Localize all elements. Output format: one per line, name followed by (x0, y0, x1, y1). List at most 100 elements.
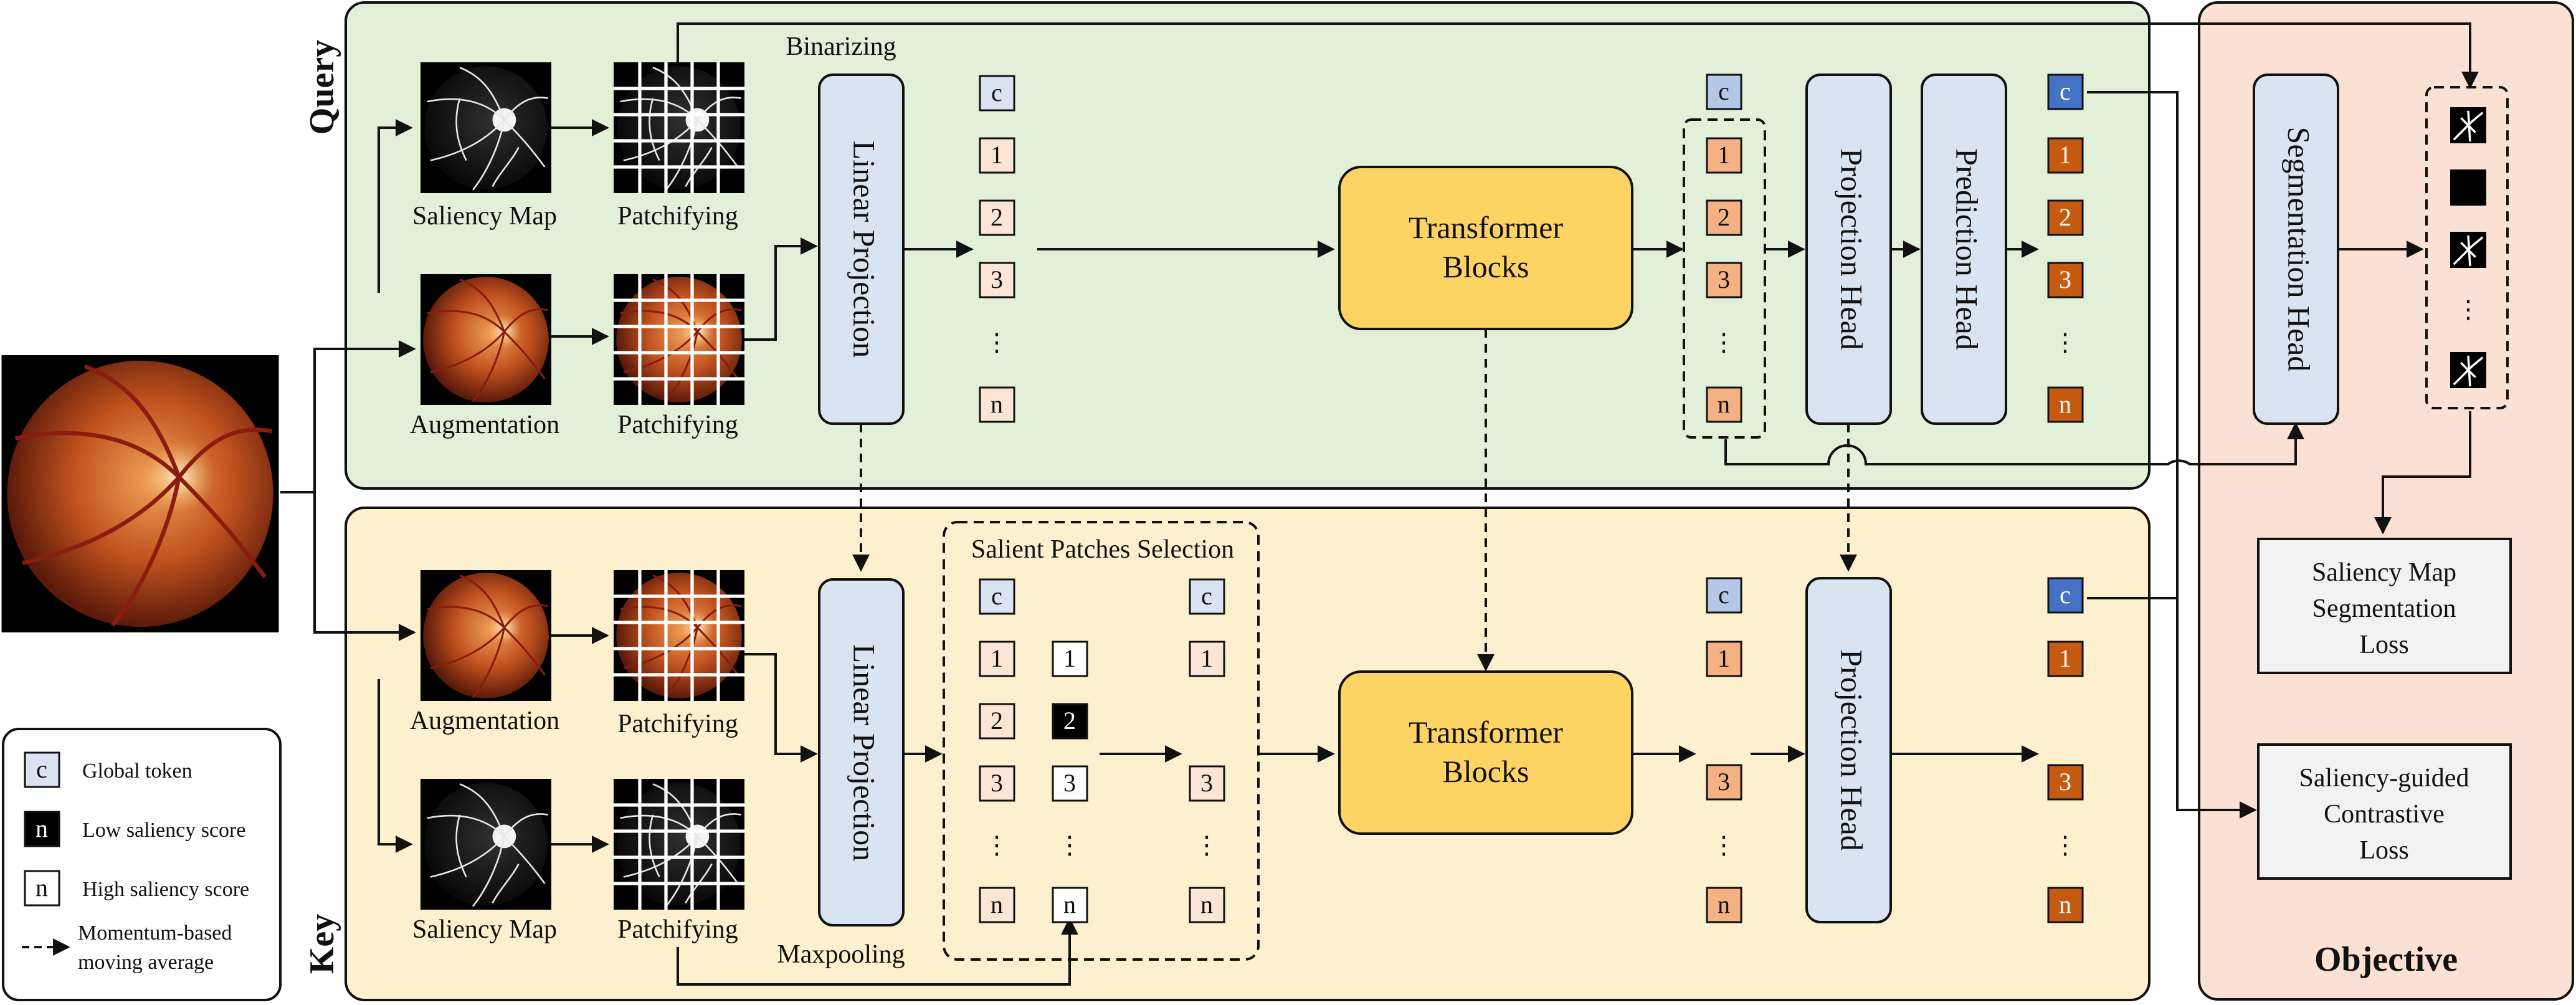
contrastive-loss-line-2: Contrastive (2324, 800, 2445, 829)
svg-text:1: 1 (1718, 141, 1730, 169)
svg-text:3: 3 (991, 769, 1003, 797)
query-patchifying-top-label: Patchifying (617, 202, 738, 231)
token-2 (979, 199, 1015, 236)
selected-tokens: c 1 3 ⋮ n (1189, 578, 1225, 923)
prediction-output-tokens: c 1 2 3 ⋮ n (2047, 74, 2084, 423)
token-global (2047, 577, 2084, 614)
key-label: Key (303, 914, 341, 974)
token-global (979, 75, 1015, 112)
token-n (1189, 887, 1225, 923)
key-transformer-label-1: Transformer (1409, 715, 1563, 750)
token-1 (1189, 641, 1225, 677)
legend-global-label: Global token (82, 760, 192, 783)
svg-text:c: c (2060, 581, 2071, 609)
score-token-1 (1052, 641, 1088, 677)
svg-text:c: c (36, 755, 47, 783)
svg-text:3: 3 (2059, 265, 2071, 293)
svg-text:n: n (1200, 890, 1213, 918)
segmentation-loss-line-2: Segmentation (2312, 594, 2456, 623)
svg-text:1: 1 (1200, 644, 1213, 672)
query-linear-projection-label: Linear Projection (847, 141, 882, 358)
legend-high-label: High saliency score (82, 878, 249, 901)
mask-patch-n (2450, 352, 2486, 388)
token-2 (979, 703, 1015, 740)
token-3 (979, 262, 1015, 298)
mask-ellipsis: ⋮ (2456, 295, 2481, 323)
mask-patch-1 (2450, 107, 2486, 143)
query-patchifying-bottom-label: Patchifying (617, 411, 738, 439)
token-3 (979, 765, 1015, 802)
token-n (1706, 386, 1742, 423)
key-output-tokens: c 1 3 ⋮ n (1706, 577, 1742, 923)
token-selection-frame (1683, 118, 1766, 439)
token-ellipsis: ⋮ (1194, 831, 1219, 859)
segmentation-loss-line-3: Loss (2359, 631, 2408, 659)
svg-text:3: 3 (2059, 768, 2071, 796)
input-connectors (280, 340, 416, 641)
token-global (1706, 577, 1742, 614)
token-global (2047, 74, 2084, 110)
key-input-tokens: c 1 2 3 ⋮ n (979, 578, 1015, 923)
token-1 (2047, 641, 2084, 677)
svg-text:c: c (1718, 581, 1729, 609)
token-1 (1706, 137, 1742, 174)
svg-text:1: 1 (1718, 644, 1730, 672)
legend-momentum-line-1: Momentum-based (78, 922, 232, 945)
objective-label: Objective (2314, 940, 2458, 979)
legend-momentum-line-2: moving average (78, 951, 214, 974)
segmentation-loss-box (2257, 538, 2512, 674)
contrastive-loss-box (2257, 743, 2512, 880)
token-1 (979, 641, 1015, 677)
token-2 (1706, 199, 1742, 236)
token-1 (1706, 641, 1742, 677)
key-projection-head-box (1805, 577, 1892, 923)
momentum-arrows (852, 329, 1857, 672)
token-global (1706, 74, 1742, 110)
query-output-tokens: c 1 2 3 ⋮ n (1683, 74, 1766, 439)
svg-text:2: 2 (991, 707, 1003, 735)
key-final-tokens: c 1 3 ⋮ n (2047, 577, 2084, 923)
svg-text:1: 1 (991, 141, 1003, 169)
key-patch-grid-bottom (614, 779, 744, 910)
legend-global-swatch (24, 751, 60, 788)
key-patchifying-top-label: Patchifying (617, 710, 738, 738)
svg-text:c: c (1201, 582, 1212, 610)
query-saliency-map-label: Saliency Map (412, 202, 557, 231)
legend-high-swatch (24, 870, 60, 907)
svg-text:n: n (1063, 890, 1076, 918)
token-ellipsis: ⋮ (2053, 328, 2078, 356)
key-projection-head-label: Projection Head (1835, 649, 1870, 851)
svg-text:1: 1 (991, 644, 1003, 672)
svg-text:n: n (2059, 890, 2071, 918)
svg-text:1: 1 (1063, 644, 1076, 672)
token-n (1706, 887, 1742, 923)
svg-text:n: n (991, 390, 1003, 418)
token-n (979, 386, 1015, 423)
token-3 (1706, 262, 1742, 298)
maxpooling-label: Maxpooling (777, 940, 905, 969)
key-saliency-map-image (421, 779, 551, 910)
svg-text:3: 3 (1718, 768, 1730, 796)
salient-selection-label: Salient Patches Selection (971, 535, 1234, 564)
svg-text:n: n (991, 890, 1003, 918)
token-1 (979, 137, 1015, 174)
score-token-3 (1052, 765, 1088, 802)
svg-text:2: 2 (1718, 203, 1730, 231)
svg-text:c: c (991, 79, 1002, 107)
svg-text:3: 3 (1200, 769, 1213, 797)
svg-text:c: c (991, 582, 1002, 610)
segmentation-head-label: Segmentation Head (2282, 127, 2317, 372)
query-transformer-label-2: Blocks (1443, 249, 1529, 284)
key-transformer-box (1338, 670, 1633, 835)
svg-text:n: n (1718, 390, 1730, 418)
query-augmentation-image (421, 274, 551, 405)
mask-patch-3 (2450, 232, 2486, 268)
key-saliency-map-label: Saliency Map (412, 915, 557, 944)
token-3 (2047, 764, 2084, 801)
svg-text:n: n (1718, 890, 1730, 918)
saliency-score-tokens: 1 2 3 ⋮ n (1052, 641, 1088, 923)
token-3 (1706, 764, 1742, 801)
legend-low-label: Low saliency score (82, 819, 245, 842)
query-panel (345, 1, 2151, 490)
svg-text:1: 1 (2059, 141, 2071, 169)
